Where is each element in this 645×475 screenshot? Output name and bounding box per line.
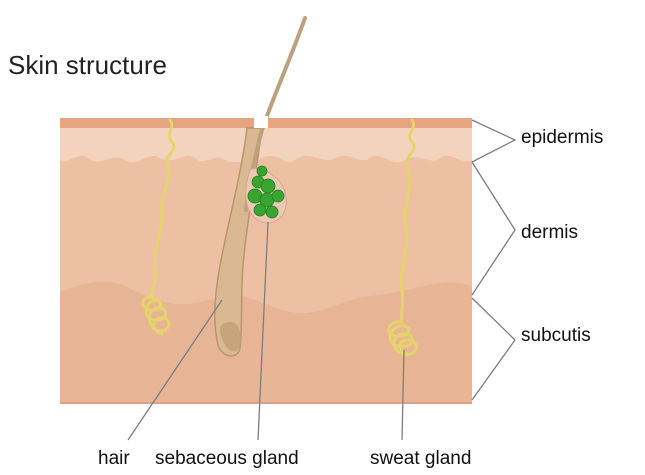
label-subcutis: subcutis — [521, 325, 591, 347]
label-epidermis: epidermis — [521, 127, 603, 149]
dermis-bracket — [472, 162, 515, 295]
subcutis-bracket — [472, 298, 515, 400]
epidermis-bracket — [472, 120, 515, 162]
label-dermis: dermis — [521, 222, 578, 244]
label-sweat-gland: sweat gland — [370, 448, 471, 470]
label-sebaceous-gland: sebaceous gland — [155, 448, 299, 470]
surface-gap — [254, 116, 268, 128]
label-hair: hair — [98, 448, 130, 470]
